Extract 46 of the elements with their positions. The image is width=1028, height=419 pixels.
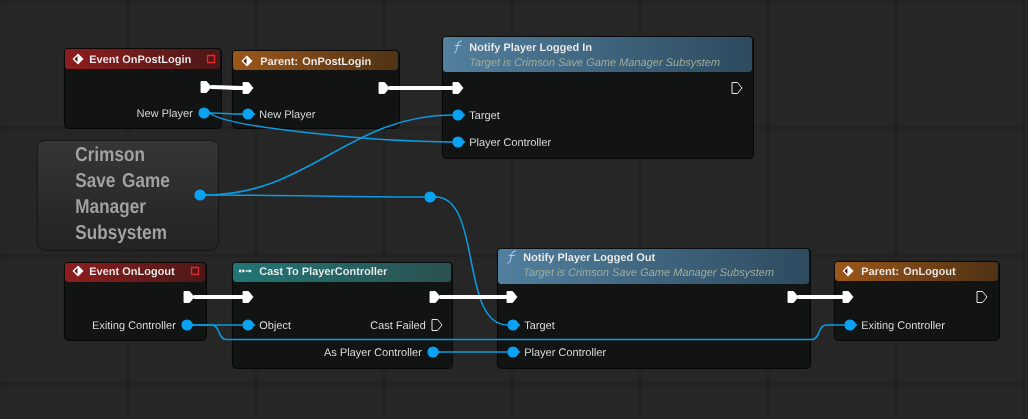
exec-pin — [976, 291, 988, 303]
wire — [192, 295, 245, 299]
exec-pin — [506, 291, 518, 303]
exec-pin — [378, 82, 390, 94]
node-subtitle: Target is Crimson Save Game Manager Subsystem — [470, 58, 720, 69]
node-subtitle: Target is Crimson Save Game Manager Subsystem — [524, 268, 774, 279]
wire — [387, 86, 455, 90]
wire — [434, 196, 509, 326]
wire — [208, 112, 244, 115]
exec-pin — [183, 291, 195, 303]
exec-pin — [200, 81, 212, 93]
pin-label: Target — [469, 111, 500, 122]
reroute-knot — [424, 191, 438, 203]
pin-label: New Player — [137, 109, 193, 120]
wire — [204, 194, 426, 198]
exec-pin — [842, 291, 854, 303]
wire — [209, 85, 245, 90]
pin-label: Player Controller — [470, 138, 551, 149]
exec-pin — [242, 291, 254, 303]
node-title: Cast To PlayerController — [259, 267, 388, 278]
pin-label: Player Controller — [525, 348, 606, 359]
pin-label: Exiting Controller — [92, 321, 176, 332]
wire — [438, 295, 509, 299]
pin-label: Exiting Controller — [862, 321, 945, 332]
data-pin — [194, 189, 208, 201]
pin-label: New Player — [260, 110, 316, 121]
wire — [437, 351, 509, 353]
exec-pin — [731, 82, 743, 94]
exec-pin — [429, 291, 441, 303]
pin-label: Cast Failed — [370, 321, 426, 330]
node-title: Parent: OnPostLogin — [260, 57, 371, 68]
node-title: Event OnPostLogin — [89, 55, 191, 66]
pin-label: Object — [259, 321, 291, 332]
node-title: Parent: OnLogout — [861, 267, 956, 278]
wire — [208, 112, 454, 143]
pin-label: As Player Controller — [324, 348, 422, 359]
node-title: Notify Player Logged Out — [523, 253, 656, 264]
exec-pin — [452, 82, 464, 94]
wire — [796, 295, 845, 299]
node-title: Event OnLogout — [89, 267, 175, 278]
variable-name: Crimson Save Game Manager Subsystem — [75, 146, 170, 244]
exec-pin — [242, 82, 254, 94]
node-title: Notify Player Logged In — [469, 43, 592, 54]
pin-label: Target — [524, 321, 555, 332]
wire — [191, 324, 846, 341]
exec-pin — [787, 291, 799, 303]
